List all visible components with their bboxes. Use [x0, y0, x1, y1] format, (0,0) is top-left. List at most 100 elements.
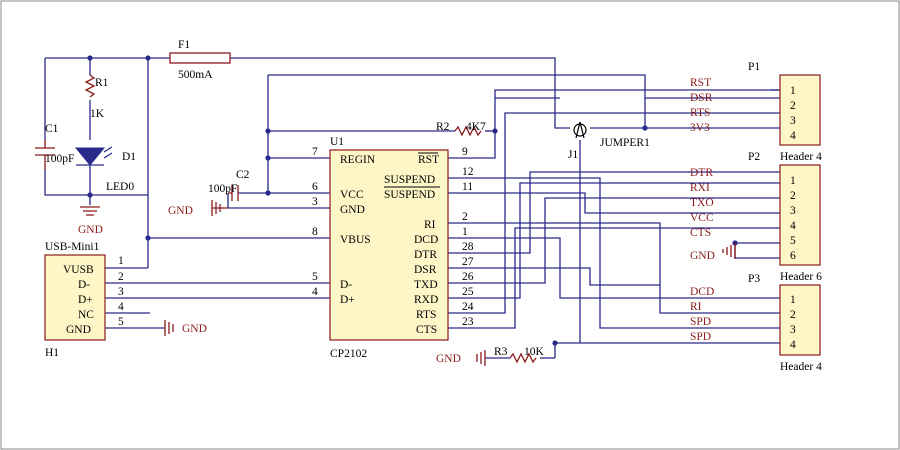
- j1-value: JUMPER1: [600, 137, 650, 149]
- d1-ref: D1: [122, 151, 136, 163]
- h1-pin4-name: NC: [78, 309, 94, 321]
- u1-lpin-num-4: 5: [312, 271, 318, 283]
- p2-pin-4: 4: [790, 220, 796, 232]
- p3-net-1: DCD: [690, 286, 714, 298]
- p3-pin-4: 4: [790, 339, 796, 351]
- header-p3: P3 1 2 3 4 DCD RI SPD SPD Header 4: [690, 273, 822, 373]
- h1-ref: H1: [45, 347, 59, 359]
- gnd-label-h1: GND: [182, 323, 207, 335]
- p2-pin-1: 1: [790, 175, 796, 187]
- p3-pin-3: 3: [790, 324, 796, 336]
- c2-ref: C2: [236, 169, 250, 181]
- p1-net-2: DSR: [690, 92, 713, 104]
- u1-lpin-num-1: 6: [312, 181, 318, 193]
- resistor-r2: R2 4K7: [436, 121, 486, 137]
- p2-value: Header 6: [780, 271, 822, 283]
- p1-pin-2: 2: [790, 100, 796, 112]
- r1-ref: R1: [95, 77, 109, 89]
- p3-value: Header 4: [780, 361, 822, 373]
- p3-net-4: SPD: [690, 331, 711, 343]
- u1-lpin-name-3: VBUS: [340, 234, 371, 246]
- header-p2: P2 1 2 3 4 5 6 DTR RXI TXO VCC CTS Heade…: [690, 151, 822, 283]
- p2-net-1: DTR: [690, 167, 713, 179]
- u1-rpin-num-4: 1: [462, 226, 468, 238]
- u1-rpin-name-8: RXD: [414, 294, 438, 306]
- h1-pin2-name: D-: [78, 279, 90, 291]
- u1-rpin-name-4: DCD: [414, 234, 438, 246]
- u1-lpin-name-4: D-: [340, 279, 352, 291]
- u1-lpin-num-0: 7: [312, 146, 318, 158]
- p1-pin-3: 3: [790, 115, 796, 127]
- gnd-label-r3: GND: [436, 353, 461, 365]
- u1-rpin-num-3: 2: [462, 211, 468, 223]
- gnd-label-c2: GND: [168, 205, 193, 217]
- u1-rpin-num-8: 25: [462, 286, 474, 298]
- p3-ref: P3: [748, 273, 760, 285]
- p2-net-4: VCC: [690, 212, 714, 224]
- p1-ref: P1: [748, 61, 760, 73]
- p2-ref: P2: [748, 151, 760, 163]
- u1-lpin-name-2: GND: [340, 204, 365, 216]
- p1-pin-1: 1: [790, 85, 796, 97]
- u1-lpin-name-0: REGIN: [340, 154, 376, 166]
- c2-value: 100pF: [208, 183, 237, 195]
- j1-ref: J1: [568, 149, 578, 161]
- p2-pin-3: 3: [790, 205, 796, 217]
- p3-net-3: SPD: [690, 316, 711, 328]
- led-d1: D1 LED0: [74, 146, 136, 193]
- h1-pin5-name: GND: [66, 324, 91, 336]
- gnd-symbol-top: GND: [78, 206, 103, 236]
- gnd-symbol-p2: GND: [690, 243, 736, 262]
- r3-ref: R3: [494, 346, 508, 358]
- connector-h1: USB-Mini1 VUSB D- D+ NC GND 1 2 3 4 5 H1: [44, 241, 124, 359]
- h1-pin1-num: 1: [118, 255, 124, 267]
- r2-ref: R2: [436, 121, 450, 133]
- p1-pin-4: 4: [790, 130, 796, 142]
- p1-value: Header 4: [780, 151, 822, 163]
- h1-pin1-name: VUSB: [63, 264, 94, 276]
- p1-net-1: RST: [690, 77, 711, 89]
- p2-pin-2: 2: [790, 190, 796, 202]
- p2-pin-6: 6: [790, 250, 796, 262]
- c1-value: 100pF: [45, 153, 74, 165]
- u1-rpin-name-2: SUSPEND: [384, 189, 435, 201]
- p2-net-2: RXI: [690, 182, 710, 194]
- p3-net-2: RI: [690, 301, 702, 313]
- gnd-label-top: GND: [78, 224, 103, 236]
- u1-ref: U1: [330, 136, 344, 148]
- u1-rpin-num-10: 23: [462, 316, 474, 328]
- u1-rpin-name-10: CTS: [416, 324, 437, 336]
- p2-net-3: TXO: [690, 197, 714, 209]
- h1-pin2-num: 2: [118, 271, 124, 283]
- u1-rpin-num-9: 24: [462, 301, 474, 313]
- h1-value: USB-Mini1: [45, 241, 100, 253]
- d1-value: LED0: [106, 181, 134, 193]
- gnd-symbol-h1: GND: [164, 320, 207, 336]
- u1-rpin-name-6: DSR: [414, 264, 437, 276]
- u1-lpin-num-5: 4: [312, 286, 318, 298]
- r3-value: 10K: [524, 346, 545, 358]
- ic-u1: U1 CP2102 REGIN VCC GND VBUS D- D+ 7 6 3…: [312, 136, 474, 360]
- h1-pin4-num: 4: [118, 301, 124, 313]
- u1-rpin-name-3: RI: [424, 219, 436, 231]
- h1-pin3-name: D+: [78, 294, 93, 306]
- junctions: [87, 55, 738, 346]
- p2-net-5: CTS: [690, 227, 711, 239]
- gnd-symbol-r3: GND: [436, 350, 486, 366]
- resistor-r3: R3 10K: [494, 346, 545, 364]
- u1-rpin-name-7: TXD: [414, 279, 438, 291]
- u1-rpin-num-6: 27: [462, 256, 474, 268]
- capacitor-c1: C1 100pF: [35, 123, 74, 170]
- u1-lpin-num-2: 3: [312, 196, 318, 208]
- u1-value: CP2102: [330, 348, 367, 360]
- u1-rpin-num-1: 12: [462, 166, 474, 178]
- u1-rpin-num-7: 26: [462, 271, 474, 283]
- u1-rpin-name-1: SUSPEND: [384, 174, 435, 186]
- gnd-symbol-c2: GND: [168, 200, 228, 217]
- p1-net-3: RTS: [690, 107, 710, 119]
- f1-ref: F1: [178, 39, 190, 51]
- fuse-f1: F1 500mA: [169, 39, 231, 81]
- gnd-label-p2: GND: [690, 250, 715, 262]
